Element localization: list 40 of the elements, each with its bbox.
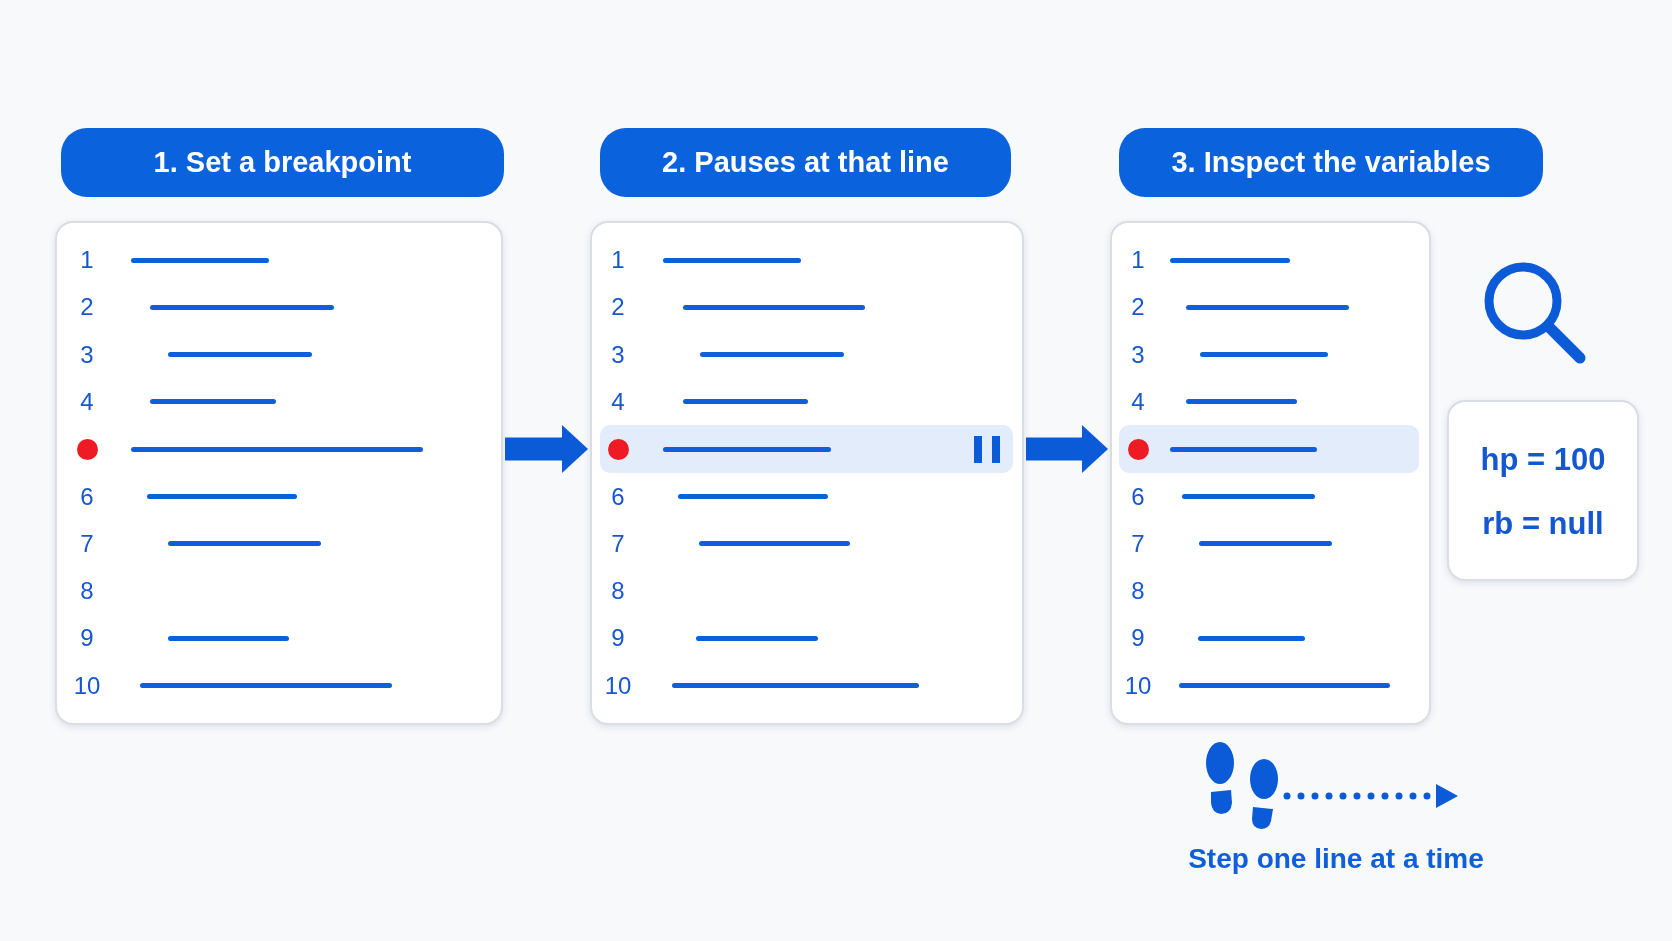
line-number: 9: [79, 624, 95, 653]
block-arrow: [505, 425, 588, 473]
line-number: 10: [72, 671, 102, 700]
variables-panel: [1447, 400, 1639, 581]
line-number: 4: [610, 387, 626, 416]
caption-text: Step one line at a time: [1188, 842, 1484, 876]
line-number: 2: [610, 293, 626, 322]
line-number: 2: [1130, 293, 1146, 322]
code-editor-panel: [1110, 221, 1431, 725]
line-number: 8: [1130, 577, 1146, 606]
line-number: 9: [1130, 624, 1146, 653]
variable-value: rb = null: [1482, 505, 1604, 543]
line-number: 3: [610, 340, 626, 369]
line-number: 3: [79, 340, 95, 369]
line-number: 4: [79, 387, 95, 416]
line-number: 1: [610, 246, 626, 274]
dotted-arrow: [1283, 784, 1458, 808]
line-number: 10: [1123, 671, 1153, 700]
step-banner: 2. Pauses at that line: [600, 128, 1011, 197]
line-number: 6: [79, 482, 95, 511]
line-number: 7: [79, 529, 95, 558]
line-number: 6: [610, 482, 626, 511]
line-number: 10: [603, 671, 633, 700]
line-number: 4: [1130, 387, 1146, 416]
code-editor-panel: [590, 221, 1024, 725]
line-number: 8: [610, 577, 626, 606]
line-number: 8: [79, 577, 95, 606]
step-banner: 3. Inspect the variables: [1119, 128, 1543, 197]
line-number: 1: [79, 246, 95, 274]
code-editor-panel: [55, 221, 503, 725]
block-arrow: [1026, 425, 1108, 473]
line-number: 9: [610, 624, 626, 653]
line-number: 2: [79, 293, 95, 322]
line-number: 7: [1130, 529, 1146, 558]
line-number: 3: [1130, 340, 1146, 369]
line-number: 1: [1130, 246, 1146, 274]
line-number: 7: [610, 529, 626, 558]
step-banner: 1. Set a breakpoint: [61, 128, 504, 197]
line-number: 6: [1130, 482, 1146, 511]
variable-value: hp = 100: [1480, 441, 1606, 479]
